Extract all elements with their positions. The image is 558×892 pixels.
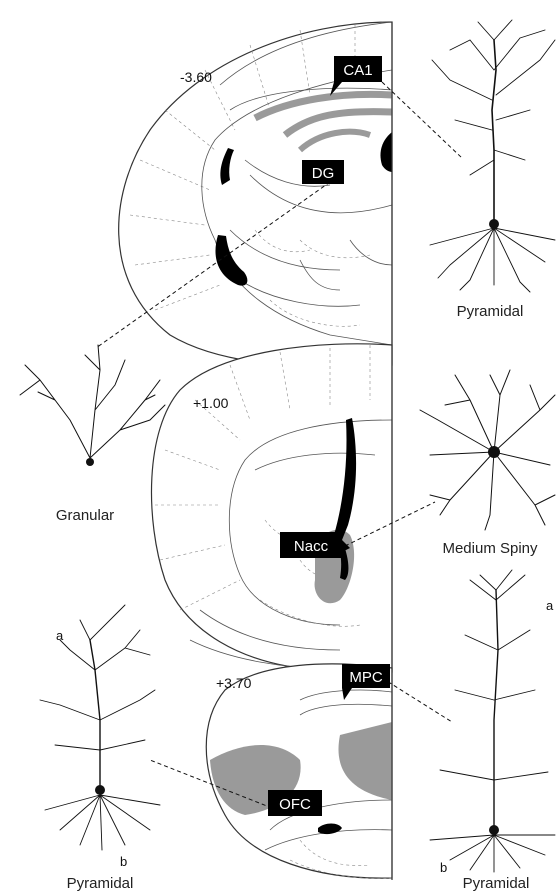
label-ofc-text: OFC	[279, 796, 311, 813]
section-anterior: +3.70	[206, 664, 392, 879]
neuron-dg-caption: Granular	[56, 507, 114, 524]
label-ca1-text: CA1	[343, 62, 372, 79]
neuron-mpc-caption: Pyramidal	[463, 875, 530, 892]
neuron-dg-granular: Granular	[20, 345, 165, 524]
neuron-ca1-pyramidal: Pyramidal	[430, 20, 555, 320]
label-mpc-text: MPC	[349, 669, 383, 686]
neuron-ofc-pyramidal: a b Pyramidal	[40, 605, 160, 892]
neuron-ofc-marker-b: b	[120, 854, 127, 869]
section-coordinate-middle: +1.00	[193, 395, 229, 411]
label-dg-text: DG	[312, 165, 335, 182]
leader-ca1	[382, 82, 462, 158]
neuron-ofc-marker-a: a	[56, 628, 64, 643]
label-nacc: Nacc	[280, 532, 350, 558]
label-ofc: OFC	[268, 790, 322, 816]
section-coordinate-anterior: +3.70	[216, 675, 252, 691]
neuron-ca1-caption: Pyramidal	[457, 303, 524, 320]
neuron-mpc-marker-a: a	[546, 598, 554, 613]
section-coordinate-posterior: -3.60	[180, 69, 212, 85]
neuron-mpc-marker-b: b	[440, 860, 447, 875]
section-middle: +1.00	[151, 344, 392, 672]
neuron-mpc-pyramidal: a b Pyramidal	[430, 570, 555, 892]
neuron-nacc-medium-spiny: Medium Spiny	[420, 370, 555, 557]
neuron-nacc-caption: Medium Spiny	[442, 540, 538, 557]
neuron-ofc-caption: Pyramidal	[67, 875, 134, 892]
label-nacc-text: Nacc	[294, 538, 329, 555]
label-dg: DG	[302, 160, 344, 184]
